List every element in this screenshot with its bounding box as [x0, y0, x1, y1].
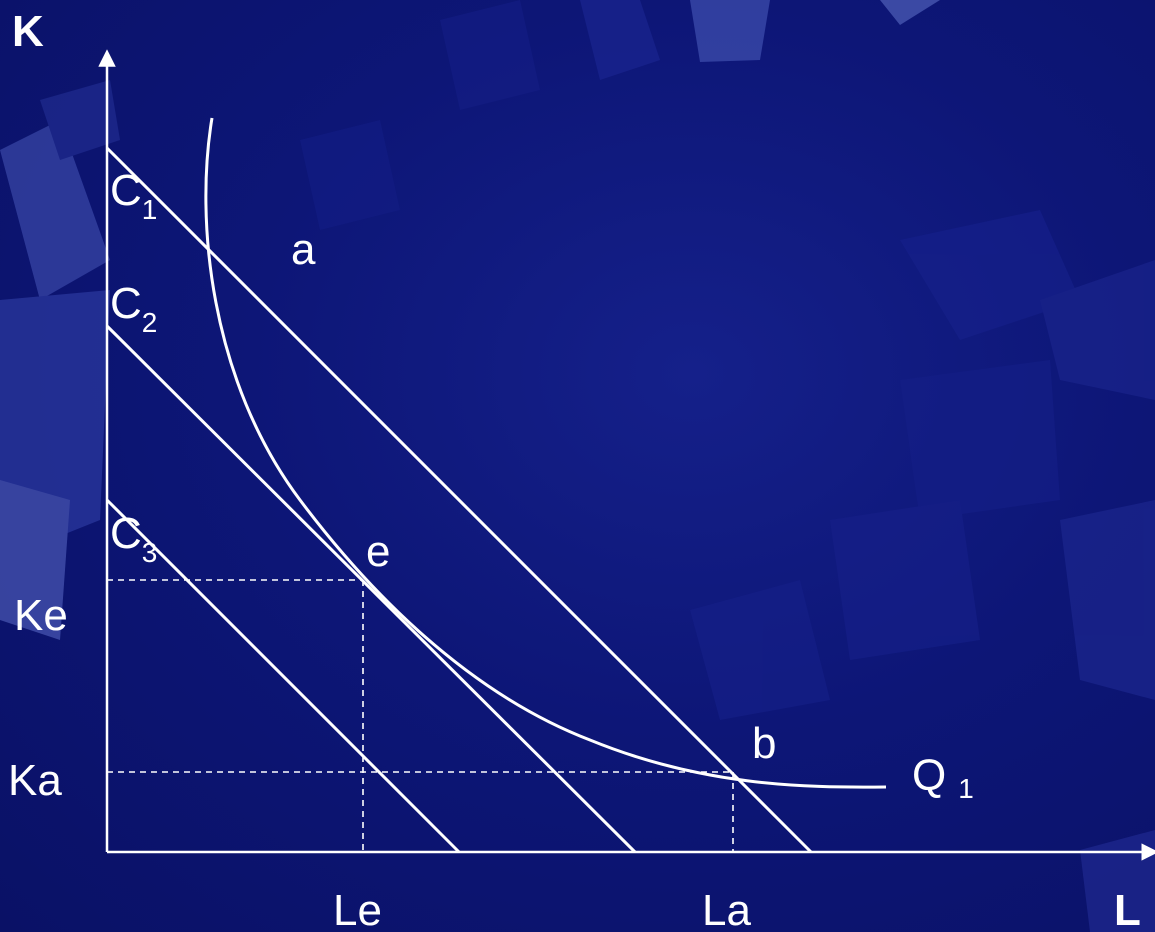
isocost-line-c3 — [105, 498, 461, 854]
decor-shape — [900, 360, 1060, 520]
decor-shape — [580, 0, 660, 80]
point-label-e: e — [366, 527, 390, 576]
decor-shape — [440, 0, 540, 110]
isocost-label-c3: C3 — [110, 509, 157, 568]
isocost-label-c1: C1 — [110, 166, 157, 225]
isocost-label-c2: C2 — [110, 279, 157, 338]
decor-shape — [1080, 830, 1155, 932]
tick-label-le: Le — [333, 886, 382, 932]
tick-label-la: La — [702, 886, 751, 932]
isocost-line-c2 — [105, 324, 637, 854]
tick-label-ke: Ke — [14, 591, 68, 640]
decor-shape — [300, 120, 400, 230]
tick-label-ka: Ka — [8, 756, 62, 805]
y-axis-label: K — [12, 7, 44, 56]
isocost-line-c1 — [105, 146, 813, 854]
decor-shape — [0, 480, 70, 640]
decor-shape — [690, 0, 770, 62]
decor-shape — [1040, 260, 1155, 400]
point-label-a: a — [291, 225, 316, 274]
decor-shape — [0, 120, 110, 300]
decor-shape — [900, 210, 1080, 340]
decor-shape — [690, 580, 830, 720]
point-label-b: b — [752, 719, 776, 768]
decor-shape — [1060, 500, 1155, 700]
decor-shape — [40, 80, 120, 160]
decor-shape — [830, 500, 980, 660]
isoquant-curve-q1 — [204, 117, 887, 789]
decor-shape — [880, 0, 940, 25]
x-axis-label: L — [1114, 886, 1141, 932]
